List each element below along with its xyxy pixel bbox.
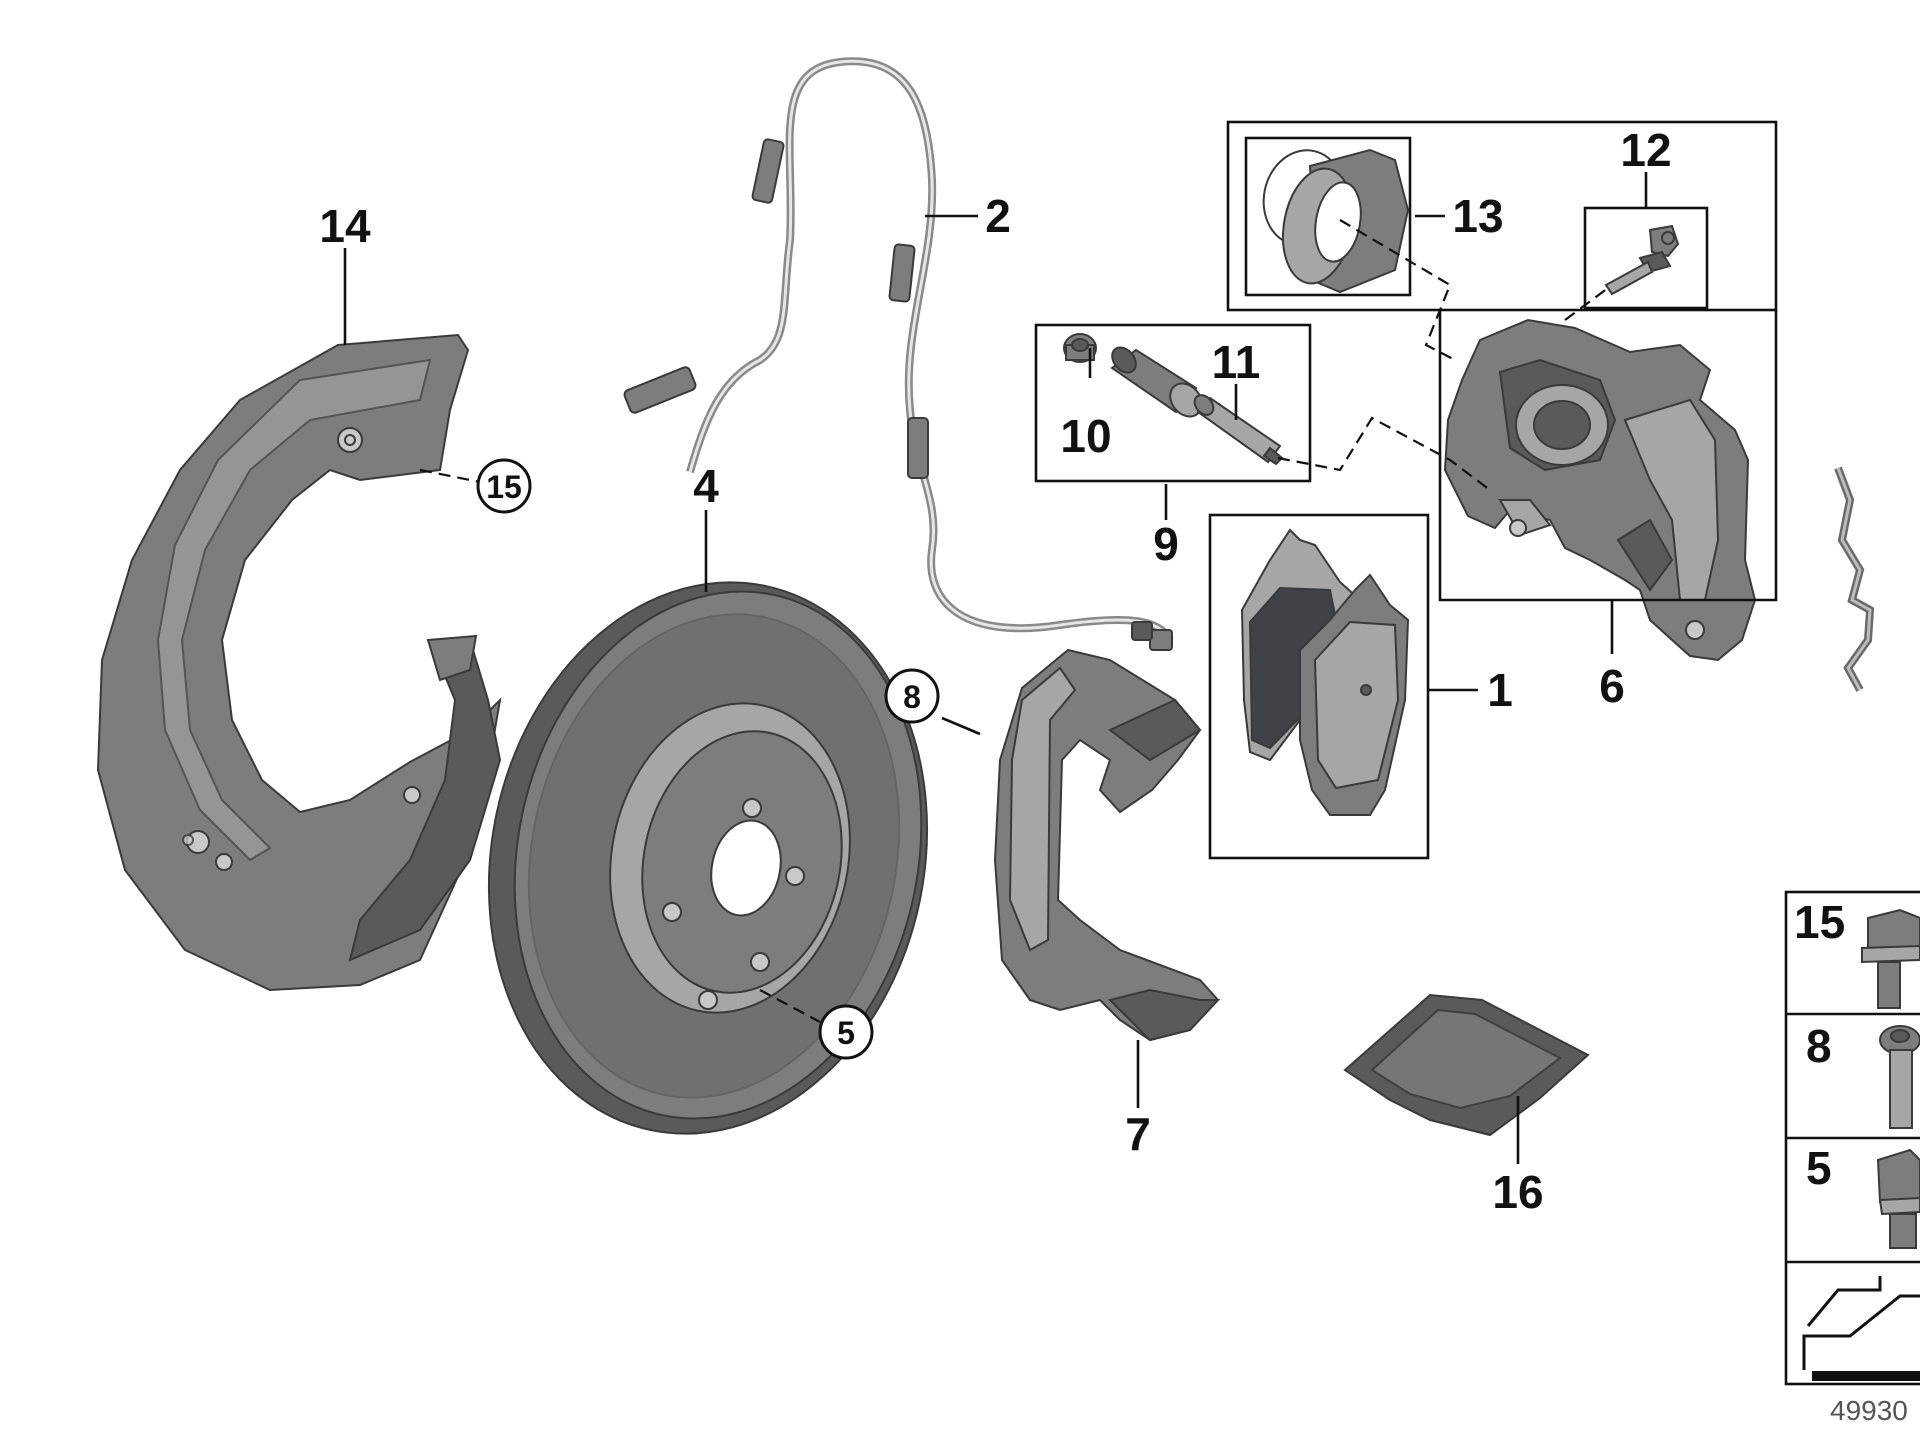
grease-packet-part — [1343, 993, 1590, 1137]
callout-14: 14 — [319, 200, 371, 252]
brake-disc-part — [487, 581, 929, 1135]
caliper-carrier-part — [993, 648, 1221, 1042]
callout-12: 12 — [1620, 124, 1671, 176]
callout-7: 7 — [1125, 1108, 1151, 1160]
brake-pads-part — [1240, 528, 1410, 816]
diagram-reference-number: 49930 — [1830, 1395, 1908, 1426]
callout-10: 10 — [1060, 410, 1111, 462]
legend-row-arrow-icon — [1802, 1276, 1920, 1381]
dashed-assembly-lines — [419, 219, 1609, 1023]
legend-label-8: 8 — [1806, 1020, 1832, 1072]
legend-row-15: 15 — [1794, 896, 1920, 1009]
anti-rattle-spring-part — [1834, 466, 1875, 692]
legend-row-5: 5 — [1806, 1142, 1920, 1249]
callout-4: 4 — [693, 460, 719, 512]
brake-pads-box — [1208, 513, 1430, 860]
callout-11: 11 — [1212, 336, 1261, 388]
seal-kit-box — [1244, 136, 1412, 297]
callout-13: 13 — [1452, 190, 1503, 242]
guide-bolt-kit-part — [1063, 333, 1284, 466]
bleed-valve-part — [1604, 224, 1680, 296]
brake-caliper-part — [1443, 318, 1757, 662]
piston-seal-part — [1262, 148, 1410, 294]
legend-row-8: 8 — [1806, 1020, 1920, 1129]
leader-lines — [343, 172, 1648, 1164]
callout-1: 1 — [1487, 664, 1513, 716]
bolt-legend: 15 8 5 — [1784, 890, 1920, 1386]
callout-16: 16 — [1492, 1166, 1543, 1218]
circled-callout-5: 5 — [818, 1004, 874, 1060]
guide-bolt-box — [1034, 323, 1312, 483]
circled-callout-15: 15 — [476, 458, 532, 514]
splash-guard-part — [96, 333, 502, 992]
callout-9: 9 — [1153, 518, 1179, 570]
legend-label-5: 5 — [1806, 1142, 1832, 1194]
caliper-group-box — [1226, 120, 1778, 312]
svg-text:8: 8 — [903, 679, 921, 715]
callout-6: 6 — [1599, 660, 1625, 712]
legend-label-15: 15 — [1794, 896, 1845, 948]
svg-text:5: 5 — [837, 1015, 855, 1051]
callout-2: 2 — [985, 190, 1011, 242]
circled-callout-8: 8 — [884, 668, 940, 724]
wear-sensor-part — [623, 57, 1174, 651]
svg-text:15: 15 — [486, 469, 522, 505]
